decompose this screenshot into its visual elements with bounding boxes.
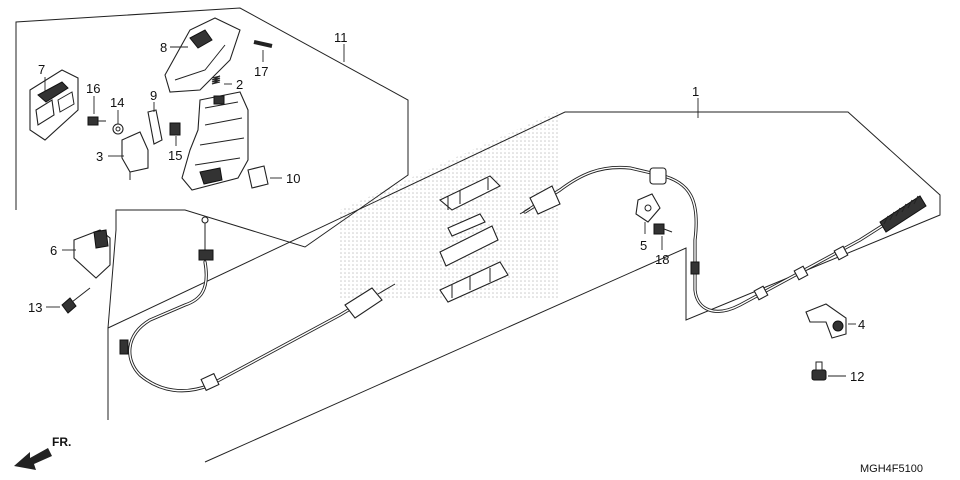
part-12-bolt	[811, 361, 827, 381]
callout-17: 17	[254, 64, 268, 79]
callout-3: 3	[96, 149, 103, 164]
group-1-box-left	[107, 222, 117, 329]
callout-13: 13	[28, 300, 42, 315]
callout-7: 7	[38, 62, 45, 77]
callout-9: 9	[150, 88, 157, 103]
cable-sleeve	[439, 225, 499, 267]
callout-5: 5	[640, 238, 647, 253]
part-18-bolt	[653, 223, 673, 235]
part-9-spring	[147, 109, 163, 145]
cable-clip-lower	[439, 261, 509, 303]
part-3-switch	[121, 131, 149, 180]
callout-18: 18	[655, 252, 669, 267]
group-1-box	[107, 111, 941, 463]
diagram-code: MGH4F5100	[860, 463, 923, 475]
lever-housing	[181, 91, 249, 191]
leader-lines	[44, 44, 856, 377]
callout-10: 10	[286, 171, 300, 186]
part-2-spring	[211, 75, 221, 85]
part-14-washer	[112, 123, 124, 135]
part-15-nut	[169, 122, 181, 136]
callout-16: 16	[86, 81, 100, 96]
callout-4: 4	[858, 317, 865, 332]
callout-12: 12	[850, 369, 864, 384]
callout-11: 11	[334, 30, 348, 45]
part-17-pin	[253, 40, 273, 48]
part-8-knob	[164, 17, 241, 93]
callout-15: 15	[168, 148, 182, 163]
part-5-holder	[635, 193, 661, 223]
callout-8: 8	[160, 40, 167, 55]
cable-left	[119, 216, 396, 393]
part-6-bracket	[73, 229, 111, 279]
front-direction-label: FR.	[52, 435, 71, 449]
part-16-bolt	[87, 116, 106, 126]
callout-6: 6	[50, 243, 57, 258]
front-direction-arrow-icon	[14, 448, 52, 470]
part-10-clip	[247, 165, 269, 189]
part-13-bolt	[61, 287, 91, 314]
callout-2: 2	[236, 77, 243, 92]
callout-14: 14	[110, 95, 124, 110]
part-4-stay	[805, 303, 847, 339]
part-7-handle-bracket	[29, 69, 79, 141]
callout-labels: 1 2 3 4 5 6 7 8 9 10 11 12 13 14 15 16 1…	[28, 30, 865, 384]
cable-clip-mid	[447, 213, 486, 237]
callout-1: 1	[692, 84, 699, 99]
cable-right	[519, 165, 927, 313]
group-11-box	[15, 7, 409, 248]
cable-clip-upper	[438, 175, 501, 211]
